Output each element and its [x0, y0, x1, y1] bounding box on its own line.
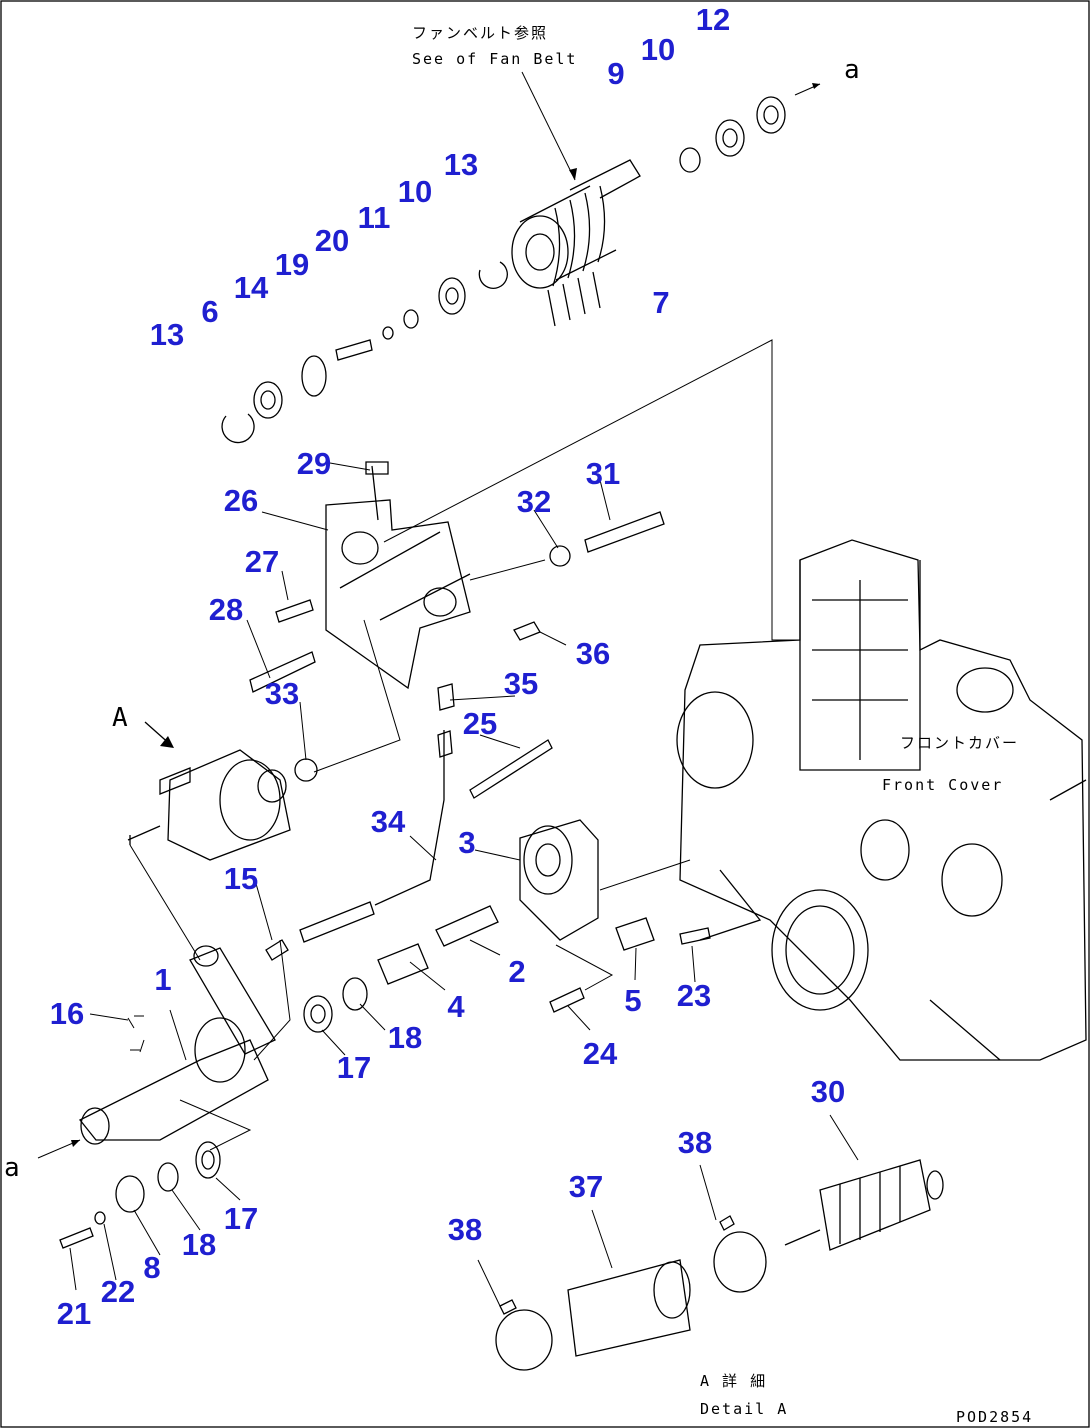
detail-note-en: Detail A	[700, 1400, 788, 1418]
lever-assembly	[78, 844, 291, 1145]
callout-19: 19	[275, 247, 309, 282]
bracket-assembly	[249, 461, 665, 799]
callout-21: 21	[57, 1296, 91, 1331]
callout-1: 1	[154, 962, 171, 997]
callout-17-mid: 17	[337, 1050, 371, 1085]
callout-10-top: 10	[641, 32, 675, 67]
callout-4: 4	[447, 989, 465, 1024]
part-callouts: 12 10 9 13 10 11 20 19 14 6 13 7 29 26 3…	[50, 2, 845, 1331]
callout-33: 33	[265, 676, 299, 711]
fan-belt-note-en: See of Fan Belt	[412, 50, 577, 68]
callout-18-low: 18	[182, 1227, 216, 1262]
front-cover-note-en: Front Cover	[882, 776, 1003, 794]
callout-9: 9	[607, 56, 624, 91]
callout-20: 20	[315, 223, 349, 258]
callout-35: 35	[504, 666, 538, 701]
callout-15: 15	[224, 861, 258, 896]
ref-mark-a-left: a	[4, 1153, 20, 1183]
callout-6: 6	[201, 294, 218, 329]
callout-38-right: 38	[678, 1125, 712, 1160]
front-cover-note-jp: フロントカバー	[900, 734, 1019, 752]
callout-13-left: 13	[150, 317, 184, 352]
callout-34: 34	[371, 804, 406, 839]
callout-30: 30	[811, 1074, 845, 1109]
fan-belt-note-jp: ファンベルト参照	[412, 24, 548, 42]
callout-13-top: 13	[444, 147, 478, 182]
callout-17-low: 17	[224, 1201, 258, 1236]
callout-22: 22	[101, 1274, 135, 1309]
fan-pulley-assembly	[221, 83, 821, 444]
center-parts	[127, 730, 711, 1051]
callout-29: 29	[297, 446, 331, 481]
callout-2: 2	[508, 954, 525, 989]
callout-23: 23	[677, 978, 711, 1013]
front-cover	[676, 539, 1087, 1061]
callout-24: 24	[583, 1036, 618, 1071]
leader-lines	[69, 30, 859, 1307]
callout-11: 11	[358, 200, 391, 235]
callout-31: 31	[586, 456, 620, 491]
detail-note-jp: A 詳 細	[700, 1372, 767, 1390]
callout-25: 25	[463, 706, 497, 741]
callout-7: 7	[652, 285, 669, 320]
callout-26: 26	[224, 483, 258, 518]
callout-37: 37	[569, 1169, 603, 1204]
callout-36: 36	[576, 636, 610, 671]
callout-27: 27	[245, 544, 279, 579]
callout-3: 3	[458, 825, 475, 860]
view-arrow-label: A	[112, 703, 128, 733]
drawing-code: POD2854	[956, 1408, 1033, 1426]
callout-32: 32	[517, 484, 551, 519]
callout-18-mid: 18	[388, 1020, 422, 1055]
callout-5: 5	[624, 983, 641, 1018]
small-parts-bottom-left	[59, 1141, 221, 1249]
callout-38-left: 38	[448, 1212, 482, 1247]
actuator-unit	[127, 749, 291, 861]
callout-16: 16	[50, 996, 84, 1031]
hose-assembly	[495, 1159, 944, 1371]
callout-10-mid: 10	[398, 174, 432, 209]
callout-8: 8	[143, 1250, 160, 1285]
callout-12: 12	[696, 2, 730, 37]
callout-14: 14	[234, 270, 269, 305]
callout-28: 28	[209, 592, 243, 627]
ref-mark-a-top: a	[844, 55, 860, 85]
